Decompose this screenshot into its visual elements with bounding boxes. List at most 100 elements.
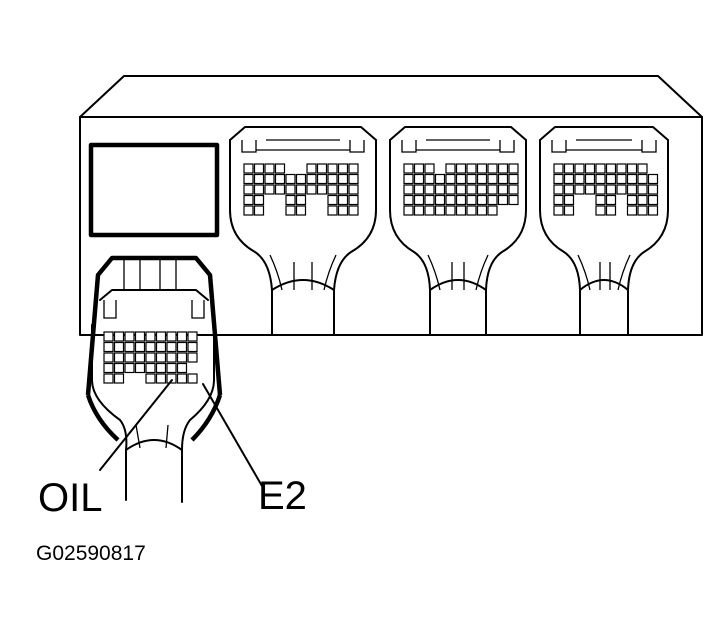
connector-pin bbox=[466, 205, 477, 216]
connector-pin bbox=[243, 173, 254, 185]
connector-pin bbox=[166, 331, 177, 342]
connector-pin bbox=[348, 184, 359, 195]
e2-leader-line bbox=[202, 383, 263, 487]
connector-pin bbox=[476, 163, 488, 174]
connector-pin bbox=[563, 163, 575, 174]
connector-pin bbox=[476, 205, 488, 216]
connector-pin bbox=[243, 163, 254, 174]
connector-pin bbox=[327, 163, 338, 174]
connector-pin bbox=[348, 194, 359, 206]
connector-pin bbox=[455, 184, 467, 195]
connector-pin bbox=[403, 184, 414, 195]
connector-pin bbox=[616, 184, 627, 195]
connector-pin bbox=[445, 194, 456, 206]
connector-pin bbox=[434, 173, 446, 185]
connector-pin bbox=[455, 205, 467, 216]
connector-pin bbox=[134, 352, 146, 363]
connector-pin bbox=[327, 173, 338, 185]
connector-pin bbox=[497, 184, 509, 195]
connector-pin bbox=[285, 173, 296, 185]
connector-pin bbox=[134, 341, 146, 353]
connector-pin bbox=[553, 194, 564, 206]
connector-pin bbox=[413, 184, 425, 195]
connector-pin bbox=[553, 173, 564, 185]
connector-pin bbox=[553, 184, 564, 195]
ecu-connector-c-pins bbox=[553, 163, 659, 216]
connector-pin bbox=[647, 194, 659, 206]
connector-pin bbox=[145, 362, 156, 374]
connector-pin bbox=[497, 173, 509, 185]
ecu-label-plate bbox=[88, 142, 220, 238]
connector-pin bbox=[487, 205, 498, 216]
connector-pin bbox=[584, 184, 596, 195]
connector-pin bbox=[316, 184, 328, 195]
connector-pin bbox=[487, 194, 498, 206]
connector-pin bbox=[626, 163, 638, 174]
detached-connector bbox=[85, 255, 223, 503]
connector-pin bbox=[605, 205, 617, 216]
connector-pin bbox=[145, 331, 156, 342]
connector-pin bbox=[337, 205, 349, 216]
connector-pin bbox=[166, 352, 177, 363]
connector-pin bbox=[274, 173, 286, 185]
connector-pin bbox=[595, 163, 606, 174]
connector-pin bbox=[295, 184, 307, 195]
ecu-connector-b-pins bbox=[403, 163, 519, 216]
e2-terminal-label: E2 bbox=[258, 474, 307, 518]
connector-pin bbox=[508, 173, 519, 185]
connector-pin bbox=[637, 163, 648, 174]
connector-pin bbox=[166, 362, 177, 374]
connector-pin bbox=[306, 173, 317, 185]
connector-pin bbox=[103, 352, 114, 363]
connector-pin bbox=[476, 184, 488, 195]
connector-pin bbox=[424, 163, 435, 174]
connector-pin bbox=[413, 163, 425, 174]
connector-pin bbox=[466, 194, 477, 206]
connector-pin bbox=[497, 163, 509, 174]
connector-pin bbox=[134, 362, 146, 374]
connector-pin bbox=[584, 163, 596, 174]
connector-pin bbox=[647, 173, 659, 185]
connector-pin bbox=[637, 184, 648, 195]
connector-pin bbox=[155, 373, 167, 384]
connector-pin bbox=[605, 173, 617, 185]
connector-pin bbox=[155, 341, 167, 353]
connector-pin bbox=[155, 352, 167, 363]
ecu-body bbox=[79, 75, 703, 336]
connector-pin bbox=[626, 184, 638, 195]
connector-pin bbox=[253, 205, 265, 216]
connector-pin bbox=[647, 184, 659, 195]
connector-pin bbox=[626, 173, 638, 185]
connector-pin bbox=[476, 194, 488, 206]
connector-pin bbox=[295, 173, 307, 185]
connector-pin bbox=[176, 341, 188, 353]
connector-pin bbox=[327, 205, 338, 216]
connector-pin bbox=[295, 194, 307, 206]
connector-pin bbox=[595, 173, 606, 185]
connector-pin bbox=[637, 194, 648, 206]
connector-pin bbox=[445, 163, 456, 174]
connector-pin bbox=[487, 163, 498, 174]
connector-pin bbox=[637, 173, 648, 185]
connector-pin bbox=[285, 184, 296, 195]
connector-pin bbox=[337, 194, 349, 206]
connector-pin bbox=[113, 331, 125, 342]
connector-pin bbox=[413, 173, 425, 185]
connector-pin bbox=[113, 373, 125, 384]
connector-pin bbox=[434, 205, 446, 216]
connector-pin bbox=[253, 194, 265, 206]
connector-pin bbox=[264, 163, 275, 174]
connector-pin bbox=[155, 331, 167, 342]
connector-pin bbox=[626, 194, 638, 206]
connector-pin bbox=[637, 205, 648, 216]
connector-pin bbox=[176, 373, 188, 384]
connector-pin bbox=[445, 173, 456, 185]
connector-pin bbox=[176, 331, 188, 342]
connector-pin bbox=[327, 194, 338, 206]
connector-pin bbox=[337, 163, 349, 174]
connector-pin bbox=[466, 173, 477, 185]
connector-pin bbox=[155, 362, 167, 374]
connector-pin bbox=[508, 194, 519, 206]
ecu-connector-b bbox=[389, 126, 527, 336]
